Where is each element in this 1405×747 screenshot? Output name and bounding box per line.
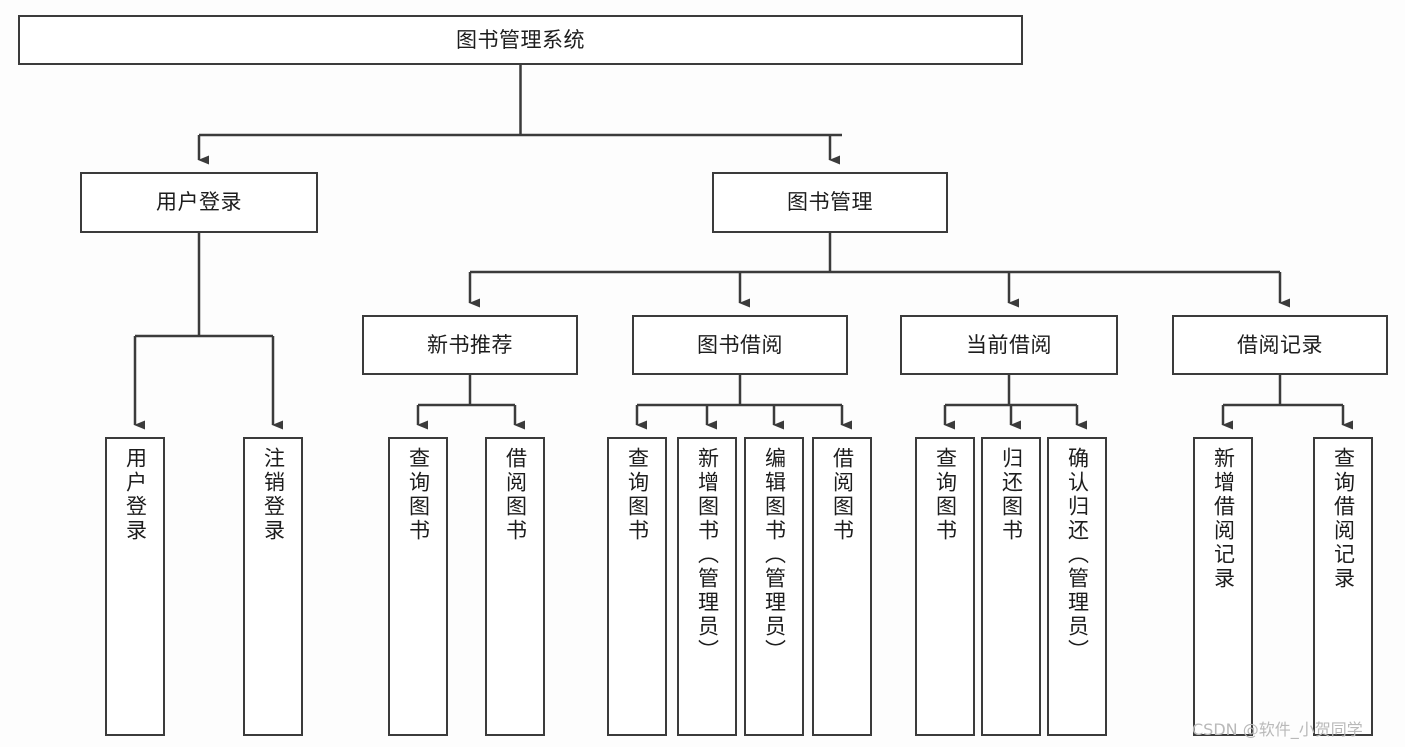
node-label: 确认归还（管理员） [1065,447,1090,663]
leaf-borrow-record-query-record[interactable]: 查询借阅记录 [1313,437,1373,736]
node-borrow-record[interactable]: 借阅记录 [1172,315,1388,375]
connector-group-book-management [468,233,1290,308]
connector-group-user-login [133,233,283,430]
node-new-book-recommend[interactable]: 新书推荐 [362,315,578,375]
leaf-book-borrow-query-book[interactable]: 查询图书 [607,437,667,736]
node-label: 编辑图书（管理员） [762,447,787,663]
connector-group-borrow-record [1221,375,1353,430]
node-label: 借阅图书 [830,447,855,543]
node-current-borrow[interactable]: 当前借阅 [900,315,1118,375]
node-label: 新书推荐 [427,332,513,357]
leaf-book-borrow-edit-book-admin[interactable]: 编辑图书（管理员） [744,437,804,736]
connector-group-root [197,65,842,165]
node-label: 图书管理 [787,190,873,215]
node-label: 借阅图书 [503,447,528,543]
leaf-borrow-record-add-record[interactable]: 新增借阅记录 [1193,437,1253,736]
node-label: 当前借阅 [966,332,1052,357]
node-label: 注销登录 [261,447,286,543]
node-label: 查询图书 [406,447,431,543]
leaf-current-borrow-query-book[interactable]: 查询图书 [915,437,975,736]
connector-group-current-borrow [943,375,1087,430]
node-label: 用户登录 [156,190,242,215]
node-user-login[interactable]: 用户登录 [80,172,318,233]
leaf-user-login-login[interactable]: 用户登录 [105,437,165,736]
connector-group-new-book [416,375,525,430]
node-label: 归还图书 [999,447,1024,543]
connector-group-book-borrow [635,375,852,430]
node-label: 图书借阅 [697,332,783,357]
node-label: 图书管理系统 [456,27,585,52]
leaf-current-borrow-return-book[interactable]: 归还图书 [981,437,1041,736]
leaf-current-borrow-confirm-return-admin[interactable]: 确认归还（管理员） [1047,437,1107,736]
leaf-book-borrow-add-book-admin[interactable]: 新增图书（管理员） [677,437,737,736]
node-book-borrow[interactable]: 图书借阅 [632,315,848,375]
leaf-new-book-query-book[interactable]: 查询图书 [388,437,448,736]
leaf-book-borrow-borrow-book[interactable]: 借阅图书 [812,437,872,736]
node-label: 新增图书（管理员） [695,447,720,663]
node-book-management[interactable]: 图书管理 [712,172,948,233]
node-label: 查询图书 [933,447,958,543]
leaf-user-login-logout[interactable]: 注销登录 [243,437,303,736]
node-label: 查询图书 [625,447,650,543]
node-label: 新增借阅记录 [1211,447,1236,591]
node-label: 查询借阅记录 [1331,447,1356,591]
node-label: 用户登录 [123,447,148,543]
leaf-new-book-borrow-book[interactable]: 借阅图书 [485,437,545,736]
node-root-book-management-system[interactable]: 图书管理系统 [18,15,1023,65]
node-label: 借阅记录 [1237,332,1323,357]
